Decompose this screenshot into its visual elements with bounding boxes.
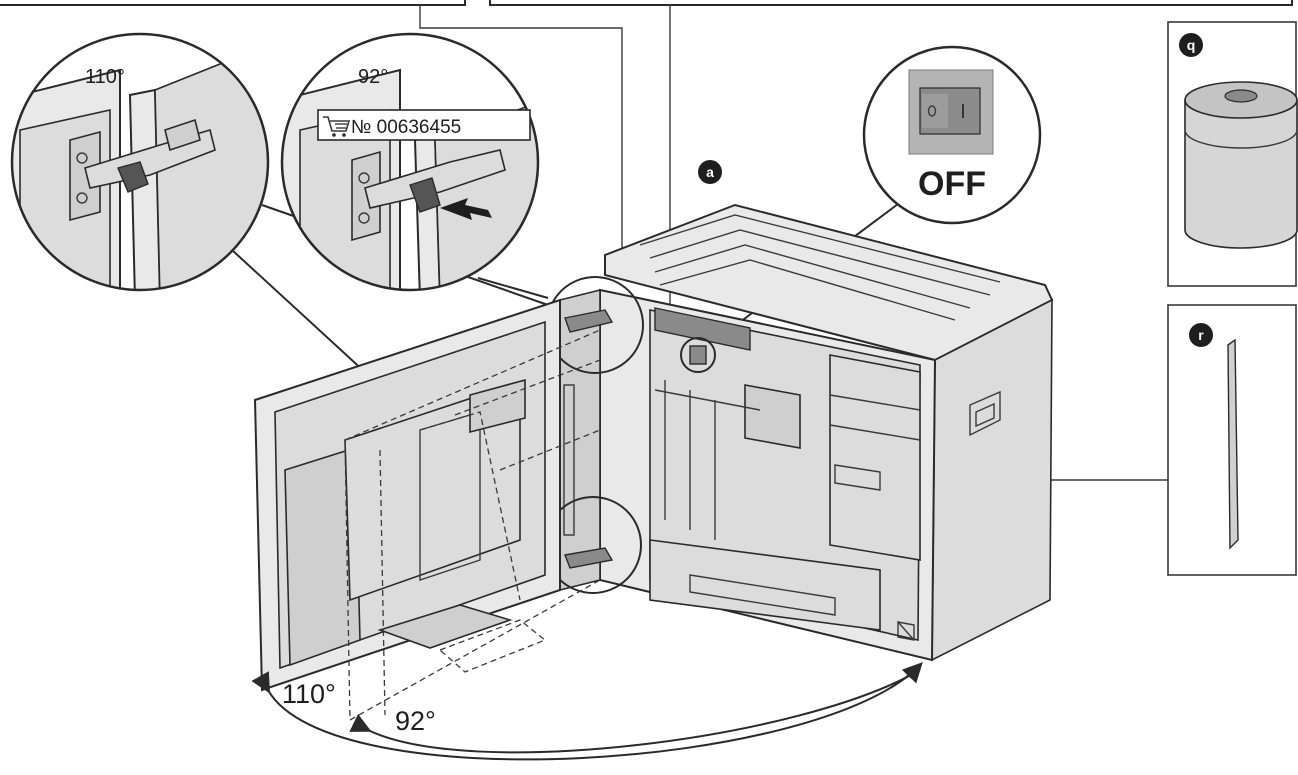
marker-r: r (1198, 327, 1204, 343)
appliance-cabinet (599, 203, 1054, 662)
angle-label-92: 92° (395, 706, 436, 736)
switch-detail: OFF (862, 45, 1042, 225)
cylinder-part-icon (1184, 81, 1298, 249)
swing-arrows (251, 662, 923, 761)
detail-angle-92: 92° (358, 66, 388, 88)
part-number-tag: № 00636455 (317, 109, 531, 141)
marker-a: a (698, 160, 722, 184)
push-arrow-icon (440, 198, 492, 220)
svg-text:a: a (706, 164, 714, 180)
strip-part-icon (1227, 338, 1239, 550)
open-door (253, 298, 601, 721)
marker-q: q (1187, 37, 1196, 53)
angle-label-110: 110° (282, 679, 336, 709)
part-number-text: № 00636455 (351, 117, 461, 138)
detail-angle-110: 110° (85, 66, 125, 88)
part-r-panel: r (1167, 304, 1297, 576)
switch-off-label: OFF (918, 165, 986, 203)
shopping-cart-icon (323, 116, 351, 137)
hinge-detail-110 (10, 32, 270, 292)
part-q-panel: q (1167, 21, 1298, 287)
hinge-detail-92 (280, 32, 540, 292)
